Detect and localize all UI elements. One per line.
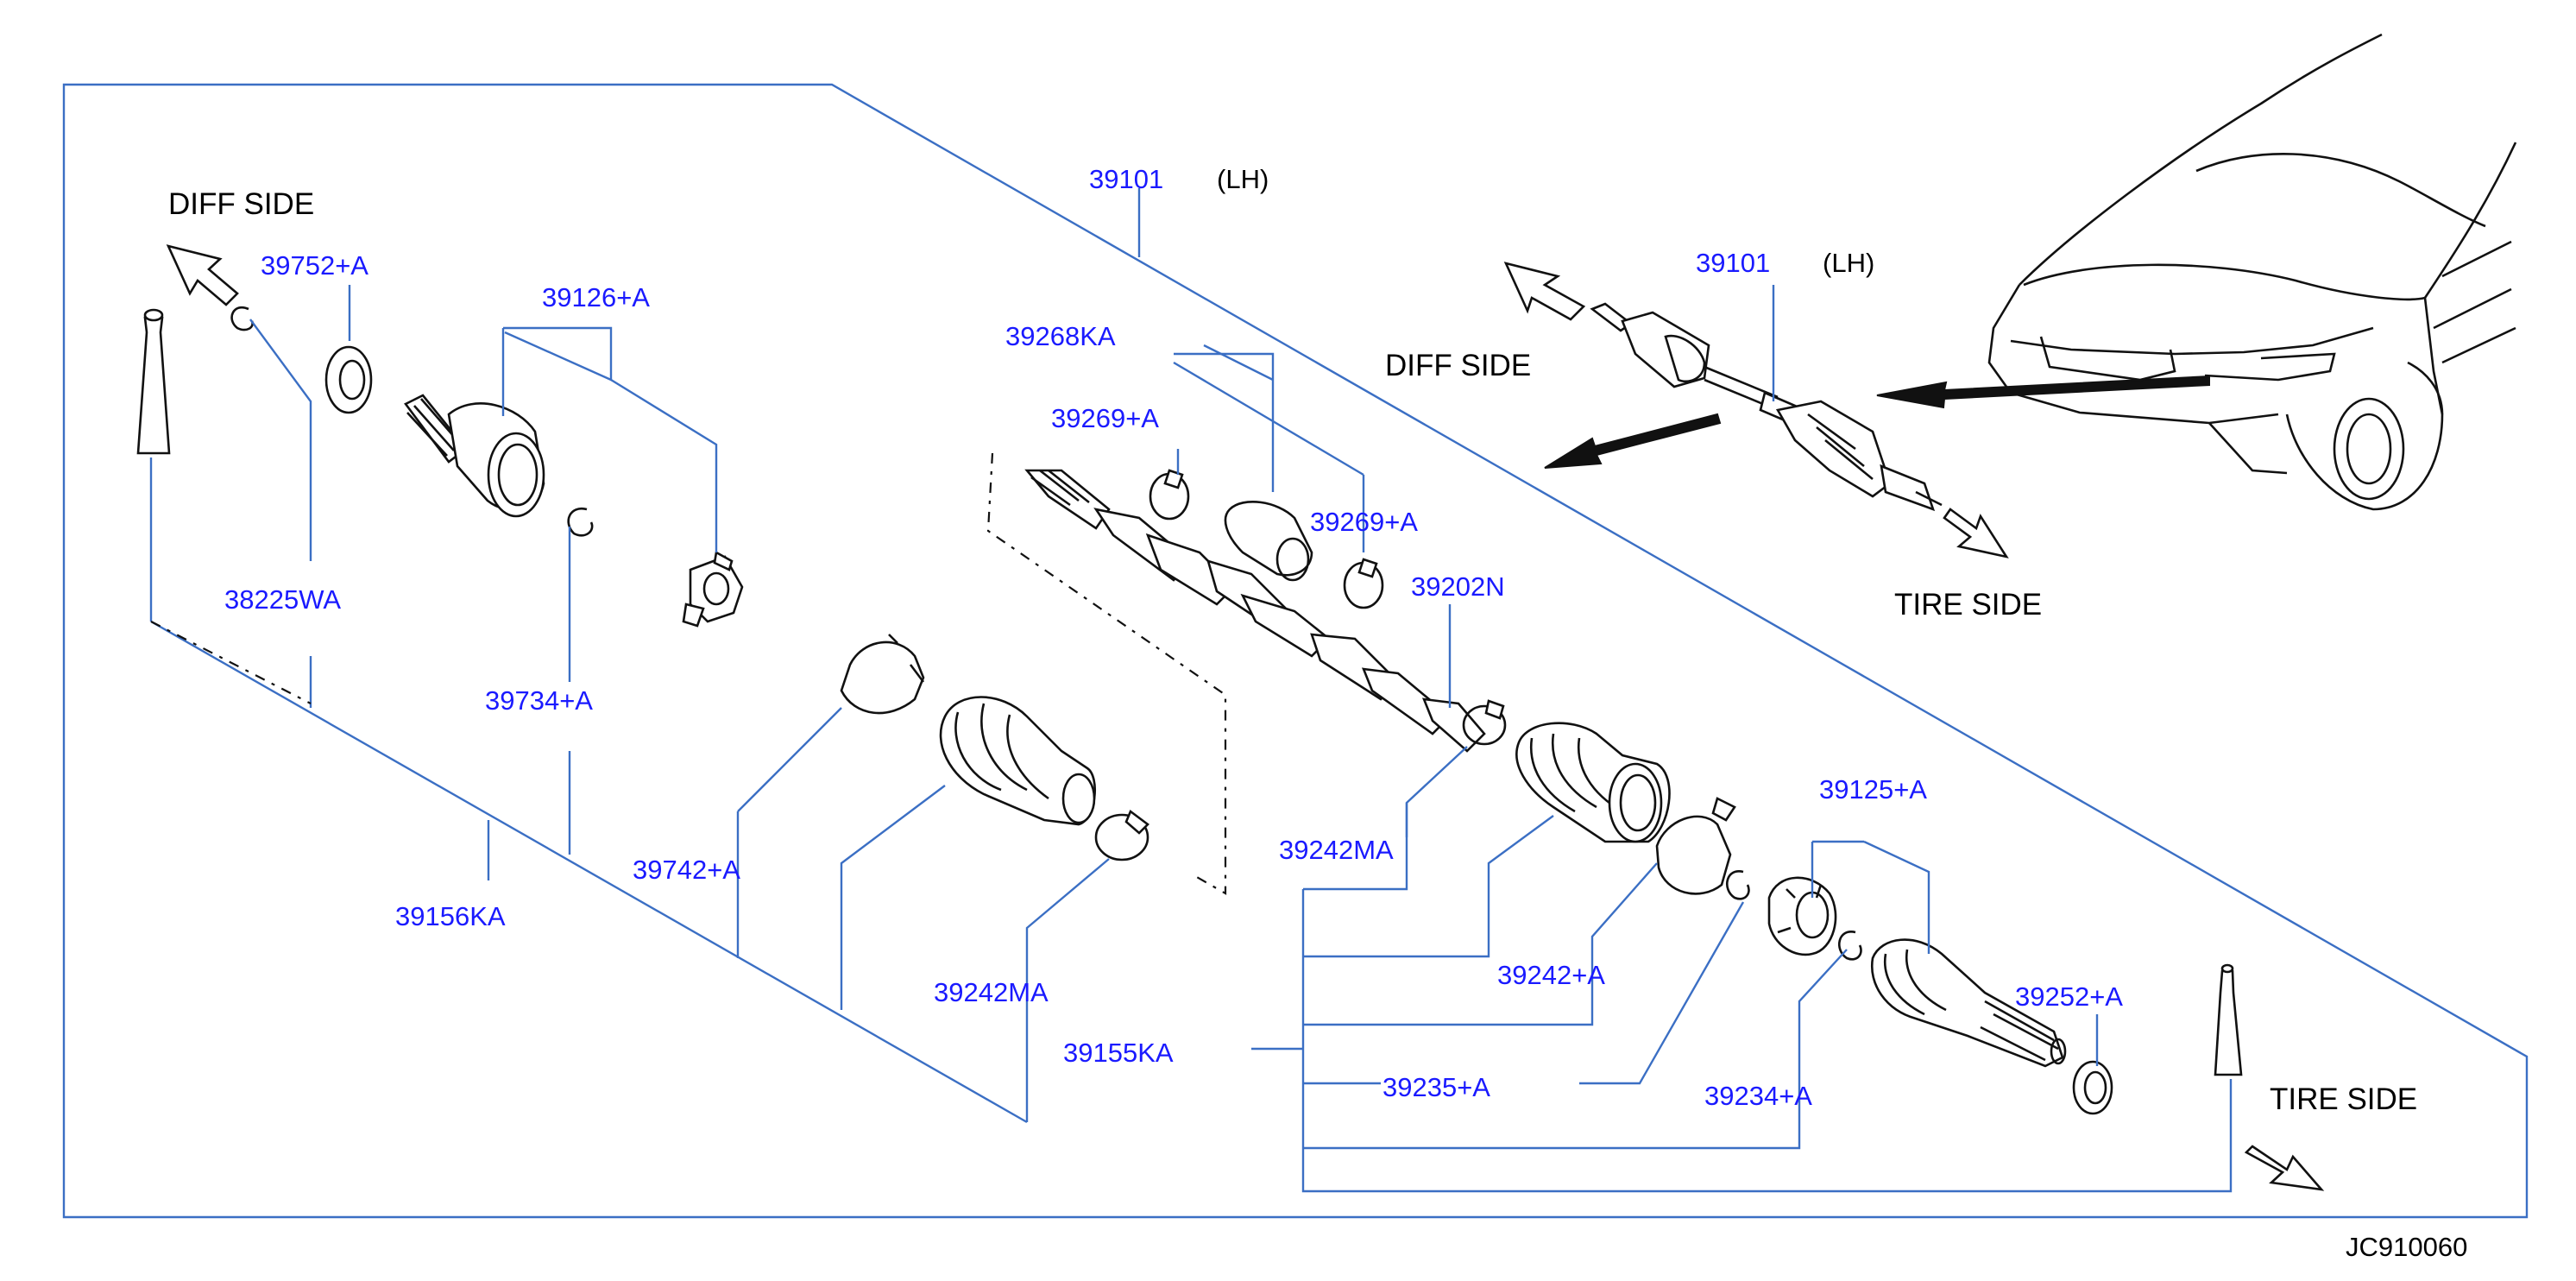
label-assembly-inset: 39101 — [1696, 248, 1770, 278]
part-39242: 39242+A — [1497, 960, 1605, 990]
part-39742: 39742+A — [633, 855, 740, 885]
label-diagram-code: JC910060 — [2346, 1232, 2467, 1262]
part-39155: 39155KA — [1063, 1038, 1174, 1068]
boot-inner — [939, 696, 1097, 826]
part-39269-lower: 39269+A — [1310, 507, 1418, 537]
pointer-arrow-icon — [1876, 375, 2210, 409]
grease-tube-right — [2214, 963, 2243, 1076]
part-39125: 39125+A — [1819, 774, 1927, 805]
part-39752: 39752+A — [261, 250, 368, 281]
band-39742 — [840, 634, 925, 715]
leader-lines — [149, 188, 2233, 1193]
tire-side-main-arrow-icon — [2244, 1145, 2325, 1191]
outer-joint — [1870, 938, 2067, 1068]
part-38225: 38225WA — [224, 584, 341, 615]
part-39269-upper: 39269+A — [1051, 403, 1159, 433]
band-39242 — [1655, 797, 1736, 895]
part-39734: 39734+A — [485, 685, 593, 716]
car-illustration — [1987, 33, 2517, 511]
tripod-joint — [682, 550, 744, 628]
snap-ring-39235 — [1726, 870, 1750, 900]
direction-arrow-icon — [1544, 413, 1722, 469]
part-39235: 39235+A — [1382, 1072, 1490, 1102]
tire-side-arrow-icon — [1943, 508, 2009, 558]
label-assembly-inset-side: (LH) — [1823, 248, 1874, 278]
label-diff-side-inset: DIFF SIDE — [1385, 349, 1531, 382]
label-diff-side-main: DIFF SIDE — [168, 187, 314, 221]
clamp-39269-lower — [1343, 558, 1384, 609]
label-tire-side-inset: TIRE SIDE — [1894, 588, 2042, 622]
inset-driveshaft — [1590, 302, 1943, 512]
label-tire-side-main: TIRE SIDE — [2270, 1082, 2417, 1116]
joint-housing-39126 — [404, 394, 545, 518]
part-39252: 39252+A — [2015, 981, 2123, 1012]
diff-side-main-arrow-icon — [166, 244, 239, 306]
inner-race-39125 — [1767, 876, 1837, 956]
clamp-39242ma-mid — [1462, 699, 1507, 746]
part-39156: 39156KA — [395, 901, 506, 931]
frame-dashed — [150, 621, 312, 704]
label-assembly-main-side: (LH) — [1217, 164, 1269, 194]
damper-39268 — [1224, 500, 1313, 582]
snap-ring-38225 — [230, 306, 254, 331]
snap-ring-39734 — [567, 507, 594, 537]
boot-outer — [1515, 722, 1671, 843]
seal-39752 — [324, 345, 373, 414]
grease-tube-left — [136, 308, 171, 455]
seal-39252 — [2072, 1060, 2113, 1115]
clamp-39269-upper — [1149, 469, 1190, 521]
part-39268: 39268KA — [1005, 321, 1116, 351]
diff-side-arrow-icon — [1503, 262, 1586, 321]
clamp-39242ma-left — [1094, 809, 1149, 861]
part-39126: 39126+A — [542, 282, 650, 312]
center-shaft — [986, 452, 1486, 895]
part-39202: 39202N — [1411, 571, 1505, 602]
snap-ring-39234 — [1838, 931, 1862, 961]
part-39242ma-left: 39242MA — [934, 977, 1049, 1007]
diagram-frame — [62, 83, 2529, 1219]
label-assembly-main: 39101 — [1089, 164, 1163, 194]
part-39234: 39234+A — [1704, 1081, 1812, 1111]
part-39242ma-mid: 39242MA — [1279, 835, 1394, 865]
